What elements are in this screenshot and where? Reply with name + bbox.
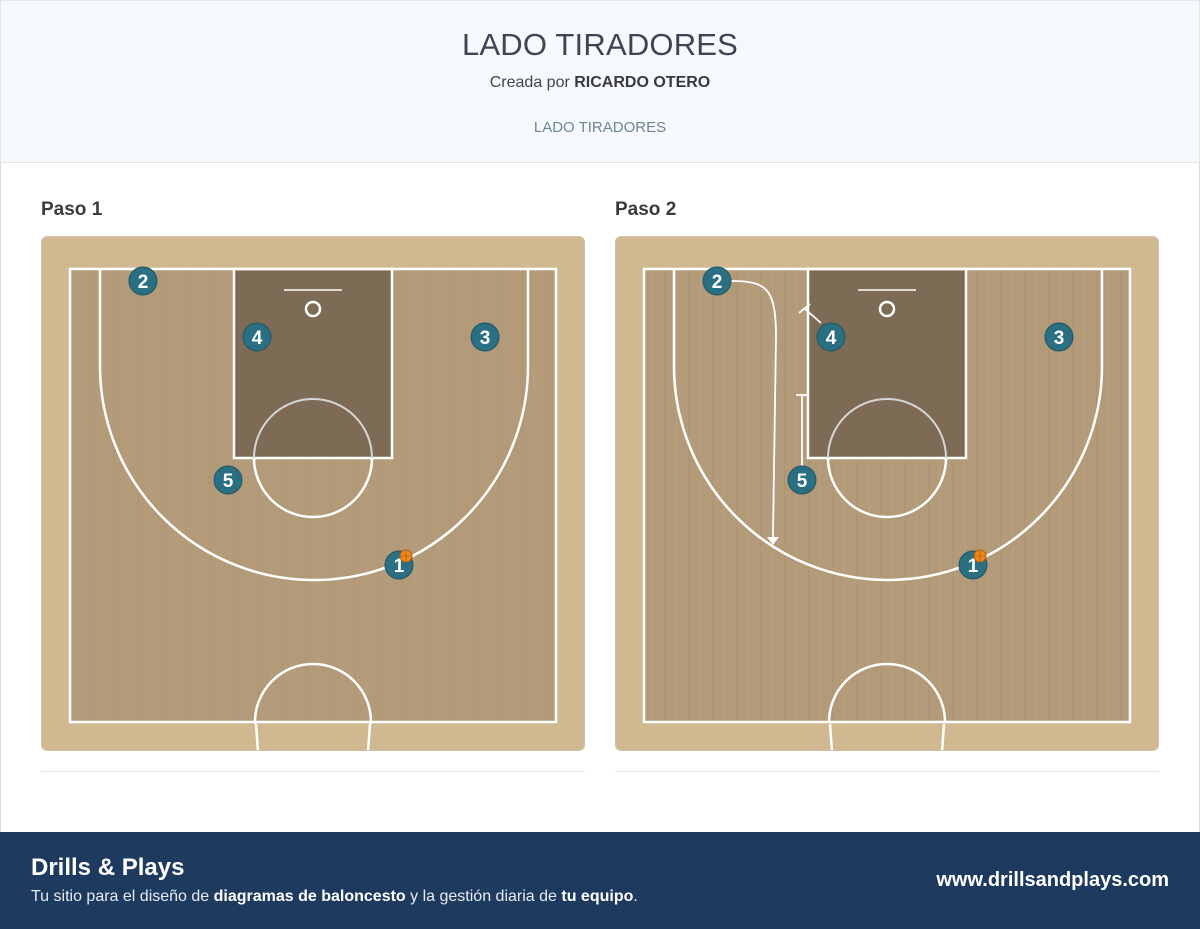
- screen-line-player-4: [804, 308, 822, 324]
- player-1-number: 1: [968, 556, 979, 577]
- step-1-divider: [41, 771, 585, 772]
- court-diagram-step-2[interactable]: 2 4 3 5 1: [615, 236, 1159, 751]
- court-lines: [642, 267, 1132, 724]
- player-4-number: 4: [826, 328, 837, 349]
- center-circle: [827, 662, 947, 723]
- player-1-number: 1: [394, 556, 405, 577]
- player-2-number: 2: [138, 272, 149, 293]
- step-2-label: Paso 2: [615, 199, 677, 220]
- court-bottom-edge: [252, 724, 374, 750]
- cut-arrow-player-2: [729, 280, 777, 538]
- creator-name[interactable]: RICARDO OTERO: [574, 74, 711, 91]
- court-svg: 2 4 3 5 1: [42, 237, 584, 750]
- site-footer: Drills & Plays Tu sitio para el diseño d…: [0, 832, 1200, 929]
- player-3[interactable]: 3: [1044, 322, 1074, 352]
- play-header: LADO TIRADORES Creada por RICARDO OTERO …: [0, 0, 1200, 163]
- step-1-label: Paso 1: [41, 199, 103, 220]
- player-3-number: 3: [1054, 328, 1065, 349]
- tagline-part-1: Tu sitio para el diseño de: [31, 888, 210, 905]
- cut-arrow-head: [767, 537, 779, 545]
- player-1[interactable]: 1: [958, 549, 988, 580]
- page-title: LADO TIRADORES: [461, 27, 739, 62]
- footer-tagline: Tu sitio para el diseño de diagramas de …: [31, 888, 638, 906]
- player-3-number: 3: [480, 328, 491, 349]
- player-5-number: 5: [797, 471, 808, 492]
- paint-area: [808, 269, 966, 458]
- tagline-end: .: [633, 888, 638, 905]
- court-lines: [68, 267, 558, 724]
- player-2[interactable]: 2: [702, 266, 732, 296]
- court-svg: 2 4 3 5 1: [616, 237, 1158, 750]
- player-4[interactable]: 4: [816, 322, 846, 352]
- player-5[interactable]: 5: [787, 465, 817, 495]
- play-category[interactable]: LADO TIRADORES: [533, 119, 667, 136]
- player-3[interactable]: 3: [470, 322, 500, 352]
- step-2-divider: [615, 771, 1159, 772]
- player-2-number: 2: [712, 272, 723, 293]
- player-4[interactable]: 4: [242, 322, 272, 352]
- court-diagram-step-1[interactable]: 2 4 3 5 1: [41, 236, 585, 751]
- creator-line: Creada por RICARDO OTERO: [1, 74, 1199, 92]
- player-5[interactable]: 5: [213, 465, 243, 495]
- paint-area: [234, 269, 392, 458]
- footer-brand[interactable]: Drills & Plays: [31, 854, 185, 881]
- footer-website-link[interactable]: www.drillsandplays.com: [936, 869, 1169, 891]
- creator-prefix: Creada por: [489, 74, 570, 91]
- player-4-number: 4: [252, 328, 263, 349]
- player-5-number: 5: [223, 471, 234, 492]
- screen-bar-player-4: [798, 303, 811, 314]
- player-1[interactable]: 1: [384, 549, 414, 580]
- tagline-bold-1: diagramas de baloncesto: [213, 888, 406, 905]
- tagline-part-2: y la gestión diaria de: [410, 888, 557, 905]
- court-bottom-edge: [826, 724, 948, 750]
- tagline-bold-2: tu equipo: [561, 888, 634, 905]
- player-2[interactable]: 2: [128, 266, 158, 296]
